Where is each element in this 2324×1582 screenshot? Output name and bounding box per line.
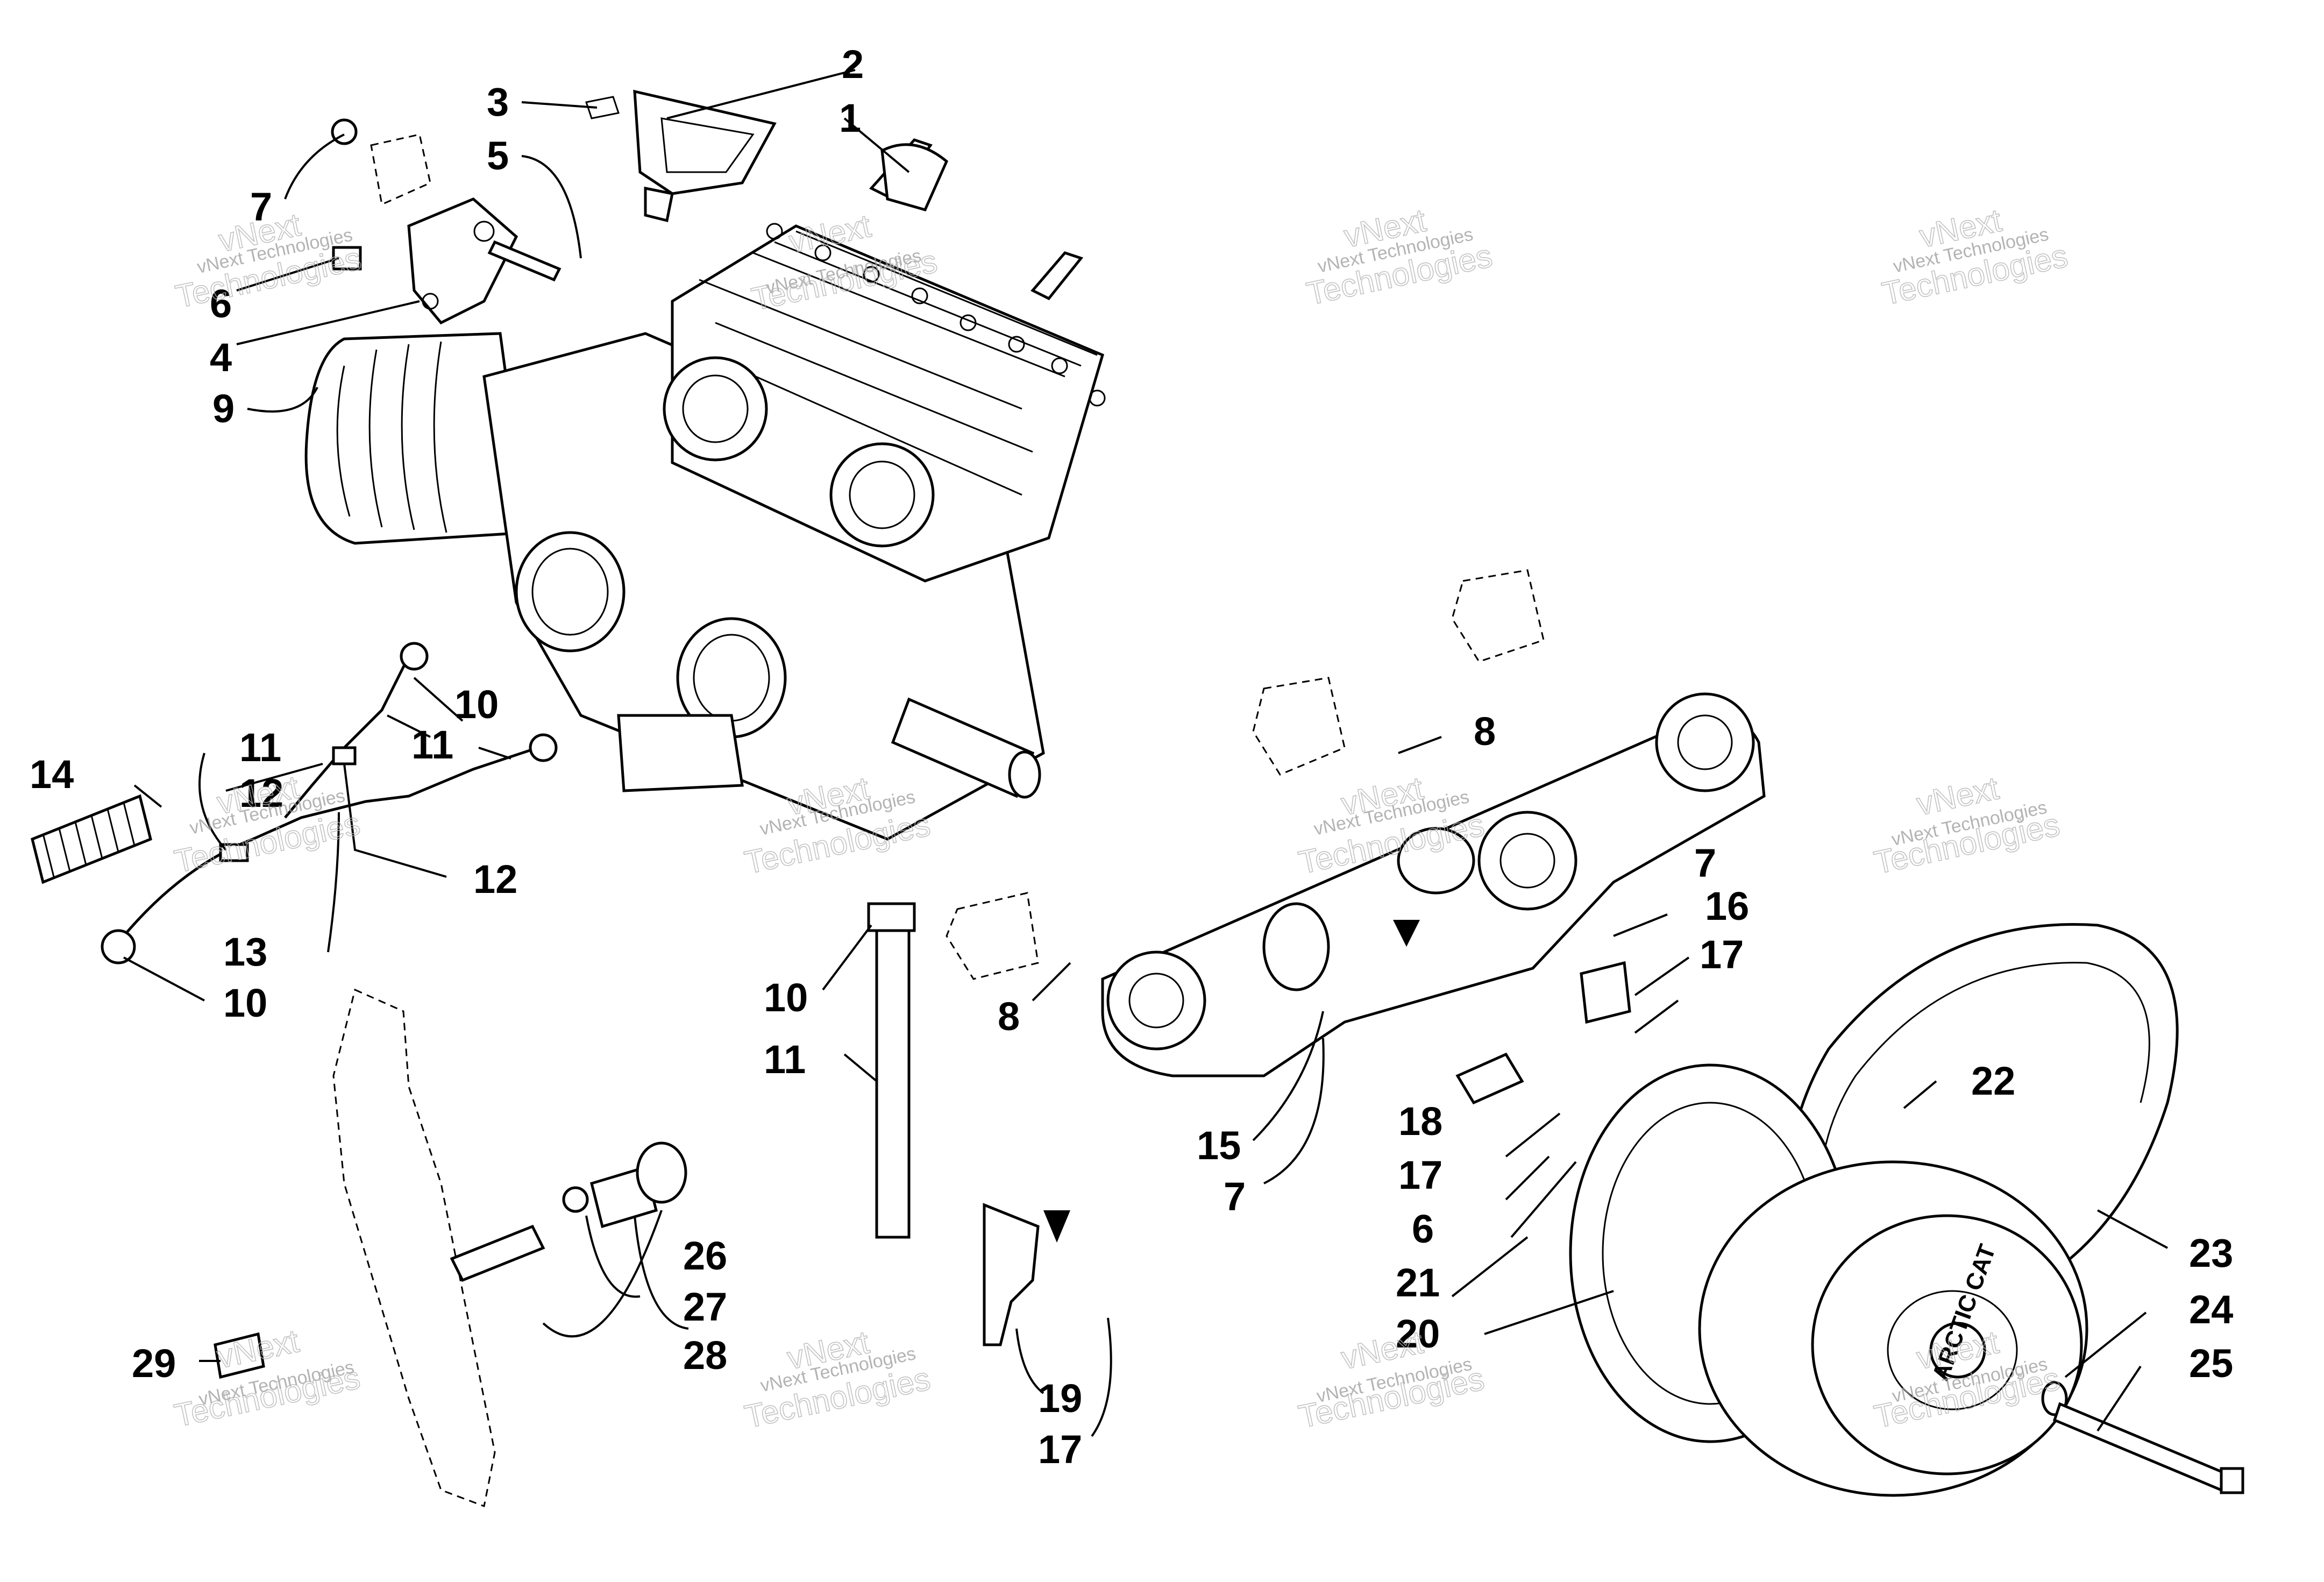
engine-assembly bbox=[304, 138, 1106, 841]
callout-17-bottom: 17 bbox=[1038, 1427, 1082, 1472]
callout-6-bottom: 6 bbox=[1412, 1207, 1434, 1251]
lower-left-bracket bbox=[214, 988, 687, 1508]
arrow-marker bbox=[1043, 1210, 1070, 1243]
callout-17-mid: 17 bbox=[1398, 1153, 1442, 1197]
callout-14: 14 bbox=[30, 752, 74, 797]
callout-7-bottom: 7 bbox=[1224, 1174, 1246, 1219]
bolt-6 bbox=[332, 246, 362, 271]
callout-17-right: 17 bbox=[1700, 932, 1744, 977]
callout-4: 4 bbox=[210, 335, 232, 380]
callout-7-top: 7 bbox=[250, 185, 272, 229]
callout-22: 22 bbox=[1971, 1059, 2015, 1103]
callout-7-right: 7 bbox=[1694, 841, 1716, 885]
callout-21: 21 bbox=[1396, 1260, 1440, 1305]
bracket-19 bbox=[983, 1203, 1040, 1346]
callout-12-left: 12 bbox=[239, 771, 283, 815]
callout-16: 16 bbox=[1705, 884, 1749, 928]
callout-11-left: 11 bbox=[239, 725, 281, 770]
vent-hose bbox=[867, 902, 916, 1239]
callout-27: 27 bbox=[683, 1285, 727, 1329]
svg-text:Technologies: Technologies bbox=[172, 1359, 364, 1434]
callout-26: 26 bbox=[683, 1233, 727, 1278]
bolt-5 bbox=[487, 240, 562, 282]
callout-29: 29 bbox=[132, 1341, 176, 1386]
callout-6-top: 6 bbox=[210, 281, 232, 326]
callout-10-mid: 10 bbox=[454, 682, 499, 727]
callout-20: 20 bbox=[1396, 1311, 1440, 1356]
fuel-lines bbox=[101, 642, 558, 964]
callout-19: 19 bbox=[1038, 1376, 1082, 1421]
callout-10-left: 10 bbox=[223, 981, 267, 1025]
spring-14 bbox=[31, 794, 152, 884]
callout-15: 15 bbox=[1197, 1123, 1241, 1168]
leader-lines bbox=[123, 69, 2168, 1437]
callout-23: 23 bbox=[2189, 1231, 2233, 1275]
callout-2: 2 bbox=[842, 42, 864, 87]
callout-28: 28 bbox=[683, 1333, 727, 1378]
callout-9: 9 bbox=[212, 386, 234, 431]
svg-text:vNext: vNext bbox=[214, 1323, 302, 1375]
bracket-18 bbox=[1455, 1052, 1524, 1105]
callout-11-low: 11 bbox=[764, 1037, 806, 1082]
bracket-16 bbox=[1580, 961, 1631, 1024]
callout-11-mid: 11 bbox=[411, 722, 453, 767]
chaincase-plate bbox=[1101, 692, 1766, 1077]
callout-labels: 2 1 3 5 7 6 4 9 11 12 14 10 11 12 13 10 … bbox=[30, 42, 2233, 1472]
recoil-handle bbox=[633, 89, 777, 223]
callout-13: 13 bbox=[223, 930, 267, 974]
callout-3: 3 bbox=[487, 80, 509, 124]
callout-10-low: 10 bbox=[764, 975, 808, 1020]
callout-1: 1 bbox=[839, 96, 861, 140]
carb-boot bbox=[880, 143, 949, 212]
callout-5: 5 bbox=[487, 133, 509, 178]
callout-8-left: 8 bbox=[998, 994, 1020, 1039]
clip-3 bbox=[585, 96, 620, 119]
callout-8-top: 8 bbox=[1474, 709, 1496, 754]
callout-25: 25 bbox=[2189, 1341, 2233, 1386]
callout-18: 18 bbox=[1398, 1099, 1442, 1144]
callout-24: 24 bbox=[2189, 1287, 2233, 1332]
callout-12-mid: 12 bbox=[473, 857, 517, 902]
engine-mount-bracket bbox=[331, 118, 518, 325]
idler-sprockets bbox=[946, 569, 1545, 980]
drive-clutch-assembly: ARCTIC CAT bbox=[1569, 923, 2244, 1497]
